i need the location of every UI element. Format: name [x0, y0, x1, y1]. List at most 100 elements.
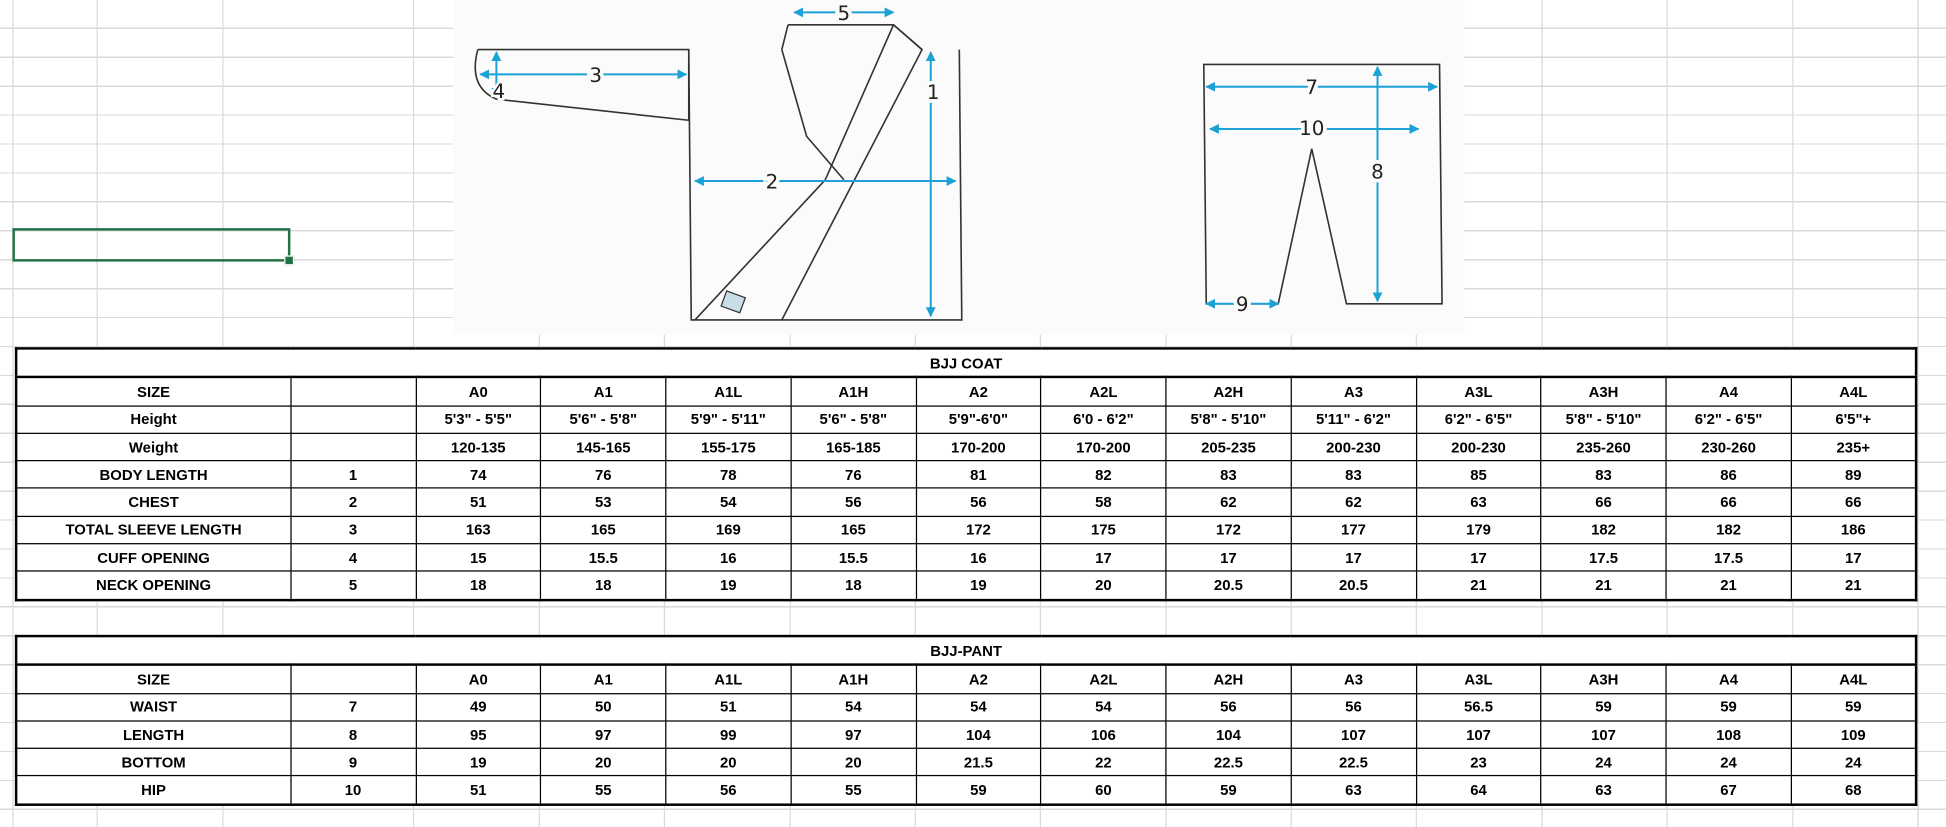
size-cell[interactable]: 5'3" - 5'5": [415, 404, 542, 434]
size-cell[interactable]: 18: [540, 570, 667, 601]
size-cell[interactable]: 107: [1415, 720, 1542, 750]
measurement-number[interactable]: 2: [289, 487, 417, 517]
measurement-number[interactable]: 9: [289, 747, 417, 777]
row-label[interactable]: HIP: [15, 775, 292, 806]
size-cell[interactable]: 17.5: [1540, 543, 1667, 573]
size-cell[interactable]: A2L: [1040, 664, 1167, 694]
size-cell[interactable]: 64: [1415, 775, 1542, 806]
size-cell[interactable]: 59: [915, 775, 1042, 806]
row-label[interactable]: WAIST: [15, 692, 292, 722]
size-cell[interactable]: 54: [665, 487, 792, 517]
size-cell[interactable]: 85: [1415, 460, 1542, 490]
size-cell[interactable]: 17: [1415, 543, 1542, 573]
row-label[interactable]: LENGTH: [15, 720, 292, 750]
size-cell[interactable]: A2: [915, 664, 1042, 694]
size-cell[interactable]: 66: [1540, 487, 1667, 517]
size-cell[interactable]: 5'8" - 5'10": [1540, 404, 1667, 434]
row-label[interactable]: BOTTOM: [15, 747, 292, 777]
size-cell[interactable]: 24: [1665, 747, 1792, 777]
size-cell[interactable]: A3: [1290, 376, 1417, 407]
measurement-number[interactable]: 8: [289, 720, 417, 750]
size-cell[interactable]: 165: [790, 515, 917, 545]
size-cell[interactable]: 51: [415, 775, 542, 806]
row-label[interactable]: CUFF OPENING: [15, 543, 292, 573]
size-cell[interactable]: 22.5: [1290, 747, 1417, 777]
size-cell[interactable]: 22.5: [1165, 747, 1292, 777]
measurement-number[interactable]: 4: [289, 543, 417, 573]
size-cell[interactable]: 235-260: [1540, 432, 1667, 462]
size-cell[interactable]: 55: [540, 775, 667, 806]
size-cell[interactable]: 179: [1415, 515, 1542, 545]
size-cell[interactable]: A1: [540, 376, 667, 407]
size-cell[interactable]: 59: [1790, 692, 1917, 722]
size-cell[interactable]: A1: [540, 664, 667, 694]
size-cell[interactable]: 16: [915, 543, 1042, 573]
size-cell[interactable]: 97: [790, 720, 917, 750]
size-cell[interactable]: 54: [790, 692, 917, 722]
size-cell[interactable]: 108: [1665, 720, 1792, 750]
size-cell[interactable]: 56: [915, 487, 1042, 517]
row-label[interactable]: CHEST: [15, 487, 292, 517]
size-cell[interactable]: 170-200: [1040, 432, 1167, 462]
coat-table-title[interactable]: BJJ COAT: [15, 347, 1917, 379]
size-cell[interactable]: 51: [415, 487, 542, 517]
size-cell[interactable]: 63: [1415, 487, 1542, 517]
row-label[interactable]: BODY LENGTH: [15, 460, 292, 490]
size-cell[interactable]: 59: [1665, 692, 1792, 722]
size-cell[interactable]: 56: [665, 775, 792, 806]
row-label[interactable]: Weight: [15, 432, 292, 462]
row-label[interactable]: SIZE: [15, 376, 292, 407]
measurement-number[interactable]: 3: [289, 515, 417, 545]
measurement-number[interactable]: 1: [289, 460, 417, 490]
size-cell[interactable]: 200-230: [1415, 432, 1542, 462]
size-cell[interactable]: 59: [1165, 775, 1292, 806]
size-cell[interactable]: 50: [540, 692, 667, 722]
size-cell[interactable]: 165-185: [790, 432, 917, 462]
size-cell[interactable]: 81: [915, 460, 1042, 490]
row-label[interactable]: NECK OPENING: [15, 570, 292, 601]
size-cell[interactable]: 18: [415, 570, 542, 601]
size-cell[interactable]: 21.5: [915, 747, 1042, 777]
size-cell[interactable]: 17: [1165, 543, 1292, 573]
size-cell[interactable]: A4: [1665, 376, 1792, 407]
measurement-number[interactable]: [289, 664, 417, 694]
size-cell[interactable]: 23: [1415, 747, 1542, 777]
size-cell[interactable]: 21: [1790, 570, 1917, 601]
size-cell[interactable]: 19: [915, 570, 1042, 601]
measurement-number[interactable]: [289, 432, 417, 462]
size-cell[interactable]: 6'0 - 6'2": [1040, 404, 1167, 434]
size-cell[interactable]: A3H: [1540, 376, 1667, 407]
size-cell[interactable]: 63: [1540, 775, 1667, 806]
size-cell[interactable]: 95: [415, 720, 542, 750]
size-cell[interactable]: 60: [1040, 775, 1167, 806]
size-cell[interactable]: 22: [1040, 747, 1167, 777]
size-cell[interactable]: 86: [1665, 460, 1792, 490]
size-cell[interactable]: 76: [540, 460, 667, 490]
size-cell[interactable]: A2L: [1040, 376, 1167, 407]
measurement-number[interactable]: 7: [289, 692, 417, 722]
fill-handle[interactable]: [284, 255, 295, 266]
size-cell[interactable]: 106: [1040, 720, 1167, 750]
size-cell[interactable]: 58: [1040, 487, 1167, 517]
row-label[interactable]: TOTAL SLEEVE LENGTH: [15, 515, 292, 545]
size-cell[interactable]: A2H: [1165, 664, 1292, 694]
row-label[interactable]: Height: [15, 404, 292, 434]
size-cell[interactable]: 20: [665, 747, 792, 777]
size-cell[interactable]: 78: [665, 460, 792, 490]
size-cell[interactable]: 21: [1665, 570, 1792, 601]
size-cell[interactable]: 76: [790, 460, 917, 490]
size-cell[interactable]: 200-230: [1290, 432, 1417, 462]
size-cell[interactable]: 182: [1540, 515, 1667, 545]
size-cell[interactable]: 67: [1665, 775, 1792, 806]
size-cell[interactable]: A3L: [1415, 664, 1542, 694]
size-cell[interactable]: A4: [1665, 664, 1792, 694]
size-cell[interactable]: 165: [540, 515, 667, 545]
size-cell[interactable]: 20: [1040, 570, 1167, 601]
size-cell[interactable]: 5'8" - 5'10": [1165, 404, 1292, 434]
size-cell[interactable]: A3L: [1415, 376, 1542, 407]
size-cell[interactable]: 5'9"-6'0": [915, 404, 1042, 434]
size-cell[interactable]: 20: [790, 747, 917, 777]
size-cell[interactable]: A1H: [790, 664, 917, 694]
size-cell[interactable]: 186: [1790, 515, 1917, 545]
